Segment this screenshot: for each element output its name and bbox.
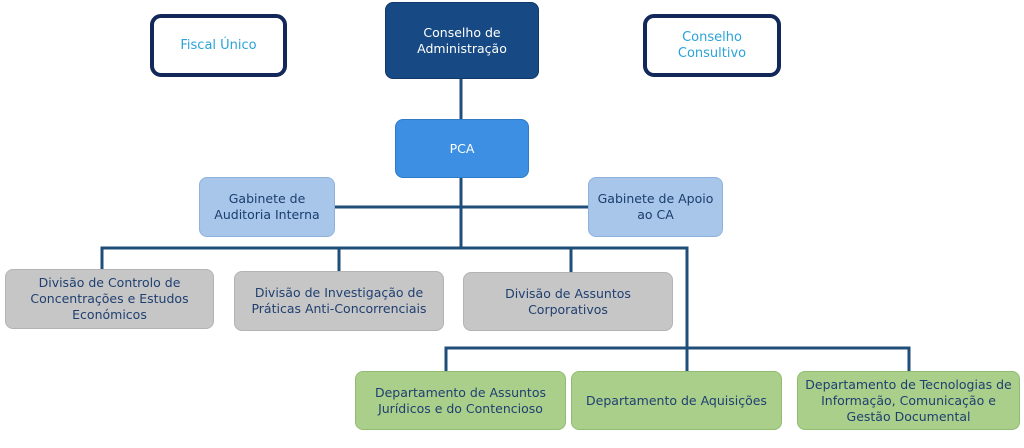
node-divisao-investigacao-label: Divisão de Investigação de Práticas Anti… — [251, 285, 427, 316]
node-departamento-juridicos: Departamento de Assuntos Jurídicos e do … — [355, 371, 566, 430]
node-gabinete-apoio-label: Gabinete de Apoio ao CA — [597, 191, 714, 222]
node-departamento-tecnologias-label: Departamento de Tecnologias de Informaçã… — [805, 376, 1012, 424]
node-divisao-concentracoes-label: Divisão de Controlo de Concentrações e E… — [30, 275, 189, 322]
node-departamento-tecnologias: Departamento de Tecnologias de Informaçã… — [797, 371, 1020, 430]
node-conselho-consultivo: Conselho Consultivo — [643, 14, 781, 77]
node-departamento-aquisicoes: Departamento de Aquisições — [571, 371, 782, 430]
node-divisao-concentracoes: Divisão de Controlo de Concentrações e E… — [5, 269, 214, 329]
node-conselho-administracao: Conselho de Administração — [385, 2, 539, 79]
node-gabinete-apoio: Gabinete de Apoio ao CA — [588, 177, 723, 237]
node-divisao-corporativos-label: Divisão de Assuntos Corporativos — [505, 285, 631, 317]
node-departamento-aquisicoes-label: Departamento de Aquisições — [586, 392, 767, 408]
node-conselho-administracao-label: Conselho de Administração — [417, 24, 507, 56]
node-pca-label: PCA — [449, 140, 475, 156]
node-divisao-corporativos: Divisão de Assuntos Corporativos — [463, 272, 673, 331]
node-fiscal-unico: Fiscal Único — [150, 14, 287, 77]
node-pca: PCA — [395, 119, 529, 178]
node-gabinete-auditoria: Gabinete de Auditoria Interna — [199, 177, 335, 237]
node-departamento-juridicos-label: Departamento de Assuntos Jurídicos e do … — [374, 384, 546, 416]
node-fiscal-unico-label: Fiscal Único — [180, 37, 257, 53]
node-conselho-consultivo-label: Conselho Consultivo — [677, 29, 747, 61]
node-gabinete-auditoria-label: Gabinete de Auditoria Interna — [214, 191, 320, 222]
node-divisao-investigacao: Divisão de Investigação de Práticas Anti… — [234, 271, 444, 331]
